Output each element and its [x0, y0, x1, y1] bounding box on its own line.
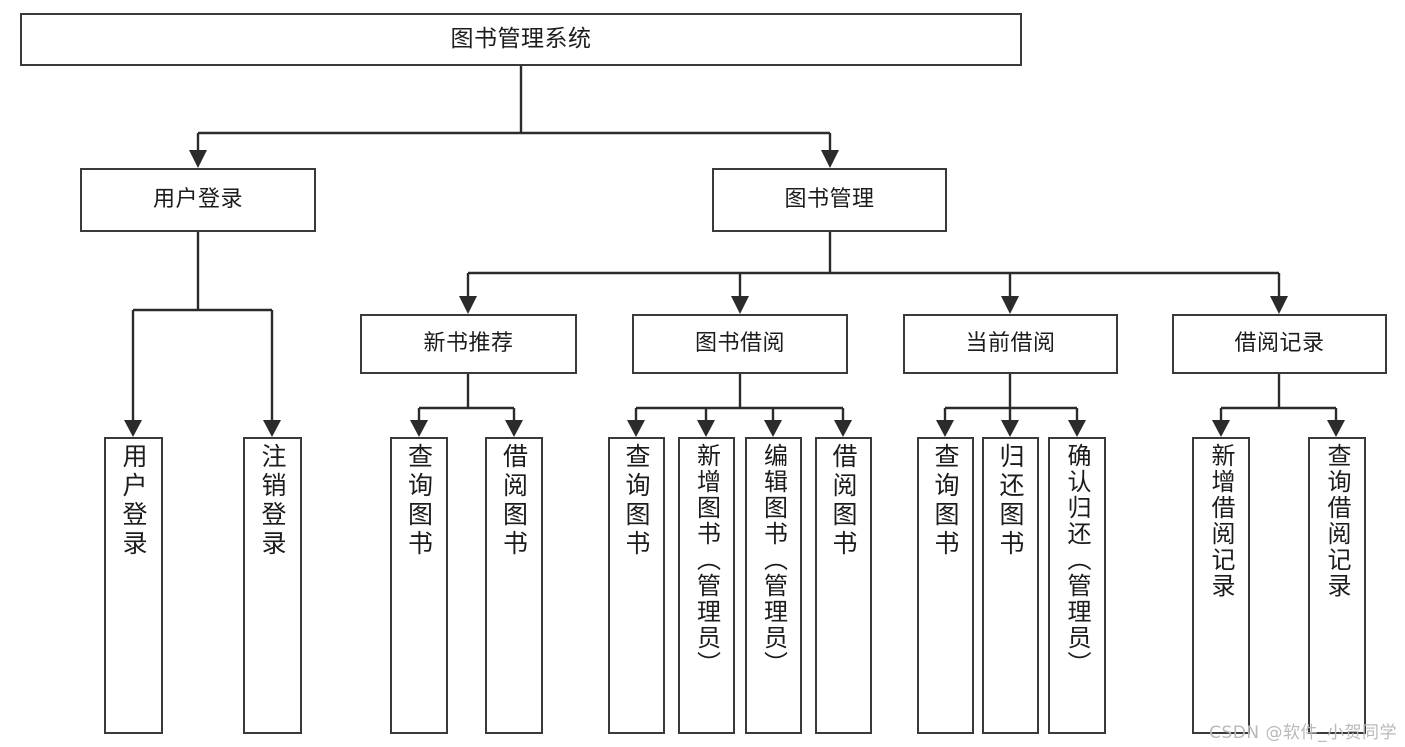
leaf-borrow-record-query[interactable]: 查询借阅记录 [1308, 437, 1366, 734]
node-label: 确认归还（管理员） [1063, 443, 1091, 677]
node-current-borrow[interactable]: 当前借阅 [903, 314, 1118, 374]
leaf-book-borrow-add-admin[interactable]: 新增图书（管理员） [678, 437, 735, 734]
node-label: 归还图书 [996, 443, 1025, 559]
node-label: 图书管理系统 [450, 25, 592, 52]
node-label: 新增图书（管理员） [692, 443, 721, 677]
node-label: 查询图书 [622, 443, 651, 559]
node-label: 图书借阅 [694, 331, 785, 357]
node-label: 新增借阅记录 [1207, 443, 1235, 599]
node-label: 借阅图书 [829, 443, 858, 559]
node-new-book-recommend[interactable]: 新书推荐 [360, 314, 577, 374]
leaf-book-borrow-edit-admin[interactable]: 编辑图书（管理员） [745, 437, 802, 734]
csdn-watermark: CSDN @软件_小贺同学 [1209, 723, 1397, 743]
node-label: 用户登录 [152, 187, 243, 213]
node-borrow-record[interactable]: 借阅记录 [1172, 314, 1387, 374]
node-label: 借阅记录 [1234, 331, 1325, 357]
leaf-new-book-query[interactable]: 查询图书 [390, 437, 448, 734]
leaf-new-book-borrow[interactable]: 借阅图书 [485, 437, 543, 734]
leaf-book-borrow-borrow[interactable]: 借阅图书 [815, 437, 872, 734]
leaf-borrow-record-add[interactable]: 新增借阅记录 [1192, 437, 1250, 734]
node-label: 图书管理 [784, 187, 875, 213]
node-label: 借阅图书 [499, 443, 529, 559]
node-book-borrow[interactable]: 图书借阅 [632, 314, 848, 374]
node-label: 查询图书 [404, 443, 434, 559]
node-label: 当前借阅 [965, 331, 1056, 357]
leaf-book-borrow-query[interactable]: 查询图书 [608, 437, 665, 734]
node-label: 新书推荐 [423, 331, 514, 357]
leaf-current-borrow-return[interactable]: 归还图书 [982, 437, 1039, 734]
node-user-login[interactable]: 用户登录 [80, 168, 316, 232]
node-label: 注销登录 [258, 443, 287, 559]
node-label: 查询图书 [931, 443, 960, 559]
leaf-user-login-signout[interactable]: 注销登录 [243, 437, 302, 734]
node-label: 用户登录 [119, 443, 148, 559]
node-root-system[interactable]: 图书管理系统 [20, 13, 1022, 66]
node-label: 编辑图书（管理员） [759, 443, 788, 677]
leaf-current-borrow-confirm-admin[interactable]: 确认归还（管理员） [1048, 437, 1106, 734]
node-label: 查询借阅记录 [1323, 443, 1351, 599]
leaf-user-login-signin[interactable]: 用户登录 [104, 437, 163, 734]
leaf-current-borrow-query[interactable]: 查询图书 [917, 437, 974, 734]
node-book-management[interactable]: 图书管理 [712, 168, 947, 232]
